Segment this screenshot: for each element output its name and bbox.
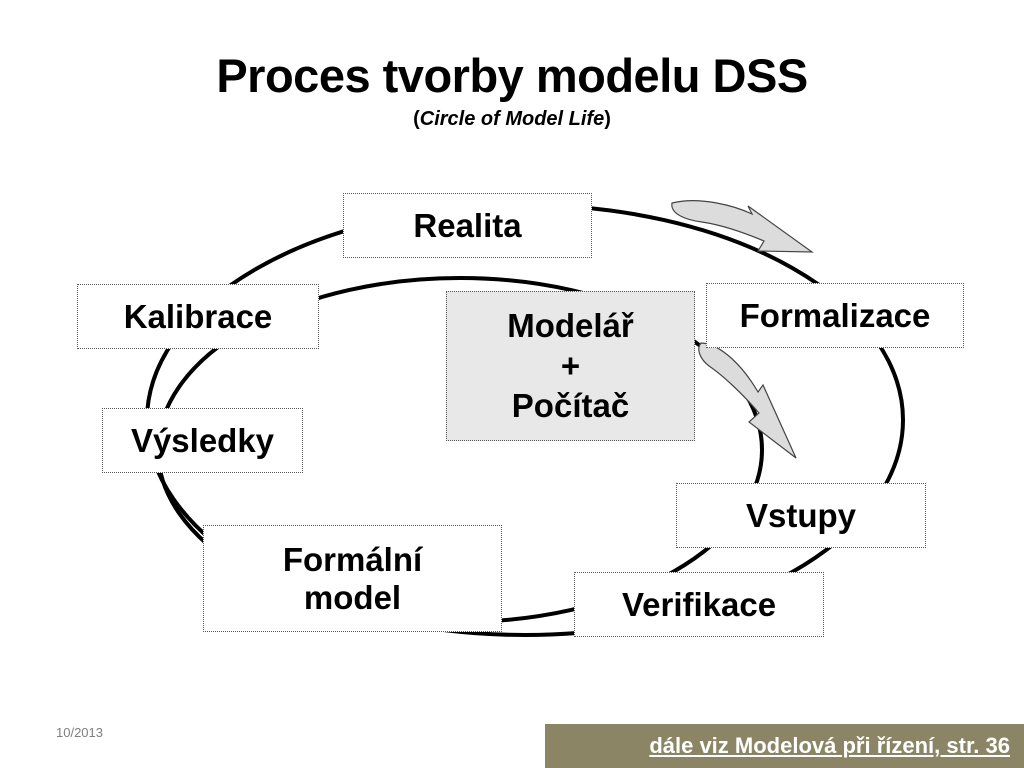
node-formalizace-label: Formalizace xyxy=(739,296,931,334)
node-vstupy: Vstupy xyxy=(676,483,926,548)
node-center-line2: + xyxy=(560,346,581,384)
node-formalizace: Formalizace xyxy=(706,283,964,348)
subtitle-italic: Circle of Model Life xyxy=(419,108,605,130)
footer-date: 10/2013 xyxy=(56,725,103,740)
node-vysledky: Výsledky xyxy=(102,408,303,473)
slide-subtitle: (Circle of Model Life) xyxy=(0,108,1024,131)
arrow-top-right-icon xyxy=(671,200,814,253)
node-vstupy-label: Vstupy xyxy=(745,496,857,534)
footer-reference-link[interactable]: dále viz Modelová při řízení, str. 36 xyxy=(649,733,1010,758)
node-formalni-model-line1: Formální xyxy=(282,540,423,578)
node-realita-label: Realita xyxy=(413,206,522,244)
footer-reference-banner: dále viz Modelová při řízení, str. 36 xyxy=(545,724,1024,768)
node-kalibrace: Kalibrace xyxy=(77,284,319,349)
node-formalni-model: Formální model xyxy=(203,525,502,632)
node-center-line3: Počítač xyxy=(511,387,630,425)
node-modelar-pocitac: Modelář + Počítač xyxy=(446,291,695,441)
slide-title: Proces tvorby modelu DSS xyxy=(216,49,808,102)
node-realita: Realita xyxy=(343,193,592,258)
subtitle-paren-close: ) xyxy=(604,108,611,130)
node-center-line1: Modelář xyxy=(507,306,634,344)
subtitle-paren-open: ( xyxy=(413,108,420,130)
node-verifikace-label: Verifikace xyxy=(621,585,777,623)
arrow-right-icon xyxy=(698,342,797,459)
node-verifikace: Verifikace xyxy=(574,572,824,637)
node-formalni-model-line2: model xyxy=(303,578,402,616)
node-vysledky-label: Výsledky xyxy=(130,421,275,459)
node-kalibrace-label: Kalibrace xyxy=(123,297,273,335)
